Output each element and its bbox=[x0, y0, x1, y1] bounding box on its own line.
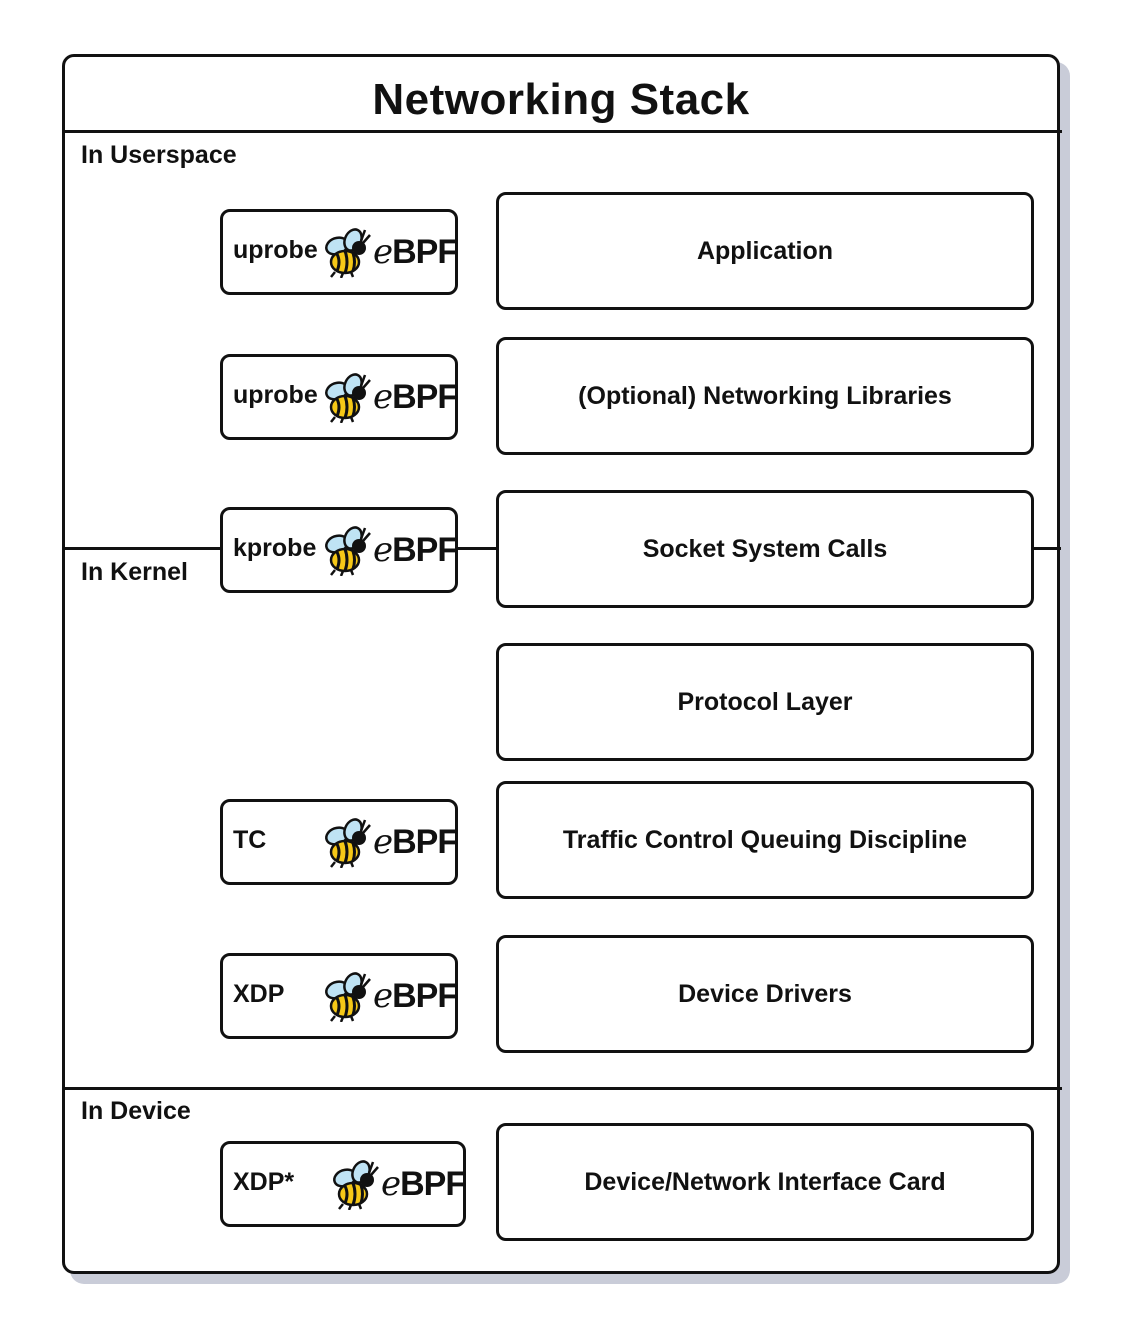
layer-label: Traffic Control Queuing Discipline bbox=[562, 825, 968, 854]
layer-label: Socket System Calls bbox=[642, 534, 888, 563]
ebpf-logo: eBPF bbox=[323, 524, 458, 576]
ebpf-logo: eBPF bbox=[323, 226, 458, 278]
ebpf-bee-icon bbox=[323, 226, 371, 278]
section-label-userspace: In Userspace bbox=[81, 141, 237, 169]
layer-socket-system-calls: Socket System Calls bbox=[496, 490, 1034, 608]
layer-protocol: Protocol Layer bbox=[496, 643, 1034, 761]
ebpf-bee-icon bbox=[323, 524, 371, 576]
layer-traffic-control: Traffic Control Queuing Discipline bbox=[496, 781, 1034, 899]
ebpf-bee-icon bbox=[323, 816, 371, 868]
layer-label: Application bbox=[696, 236, 834, 265]
layer-label: Device Drivers bbox=[678, 979, 852, 1008]
layer-application: Application bbox=[496, 192, 1034, 310]
hook-label: TC bbox=[233, 826, 267, 854]
section-label-device: In Device bbox=[81, 1097, 191, 1125]
hook-uprobe-libraries: uprobe eBPF bbox=[220, 354, 458, 440]
hook-label: uprobe bbox=[233, 236, 318, 264]
hook-label: kprobe bbox=[233, 534, 317, 562]
ebpf-logo: eBPF bbox=[331, 1158, 466, 1210]
diagram-title: Networking Stack bbox=[372, 75, 750, 124]
hook-label: XDP bbox=[233, 980, 285, 1008]
device-divider bbox=[62, 1087, 1062, 1090]
section-label-kernel: In Kernel bbox=[81, 558, 188, 586]
layer-label: Protocol Layer bbox=[677, 687, 853, 716]
kernel-boundary-left bbox=[64, 547, 221, 550]
title-divider bbox=[62, 130, 1062, 133]
ebpf-logo: eBPF bbox=[323, 371, 458, 423]
ebpf-logo-text: eBPF bbox=[373, 822, 458, 862]
ebpf-bee-icon bbox=[331, 1158, 379, 1210]
ebpf-logo-text: eBPF bbox=[381, 1164, 466, 1204]
hook-kprobe-socket: kprobe eBPF bbox=[220, 507, 458, 593]
ebpf-bee-icon bbox=[323, 970, 371, 1022]
ebpf-logo-text: eBPF bbox=[373, 976, 458, 1016]
hook-xdp: XDP eBPF bbox=[220, 953, 458, 1039]
ebpf-logo-text: eBPF bbox=[373, 530, 458, 570]
ebpf-logo: eBPF bbox=[323, 816, 458, 868]
hook-tc: TC eBPF bbox=[220, 799, 458, 885]
hook-xdp-offload: XDP* eBPF bbox=[220, 1141, 466, 1227]
hook-label: XDP* bbox=[233, 1168, 295, 1196]
ebpf-logo: eBPF bbox=[323, 970, 458, 1022]
layer-label: (Optional) Networking Libraries bbox=[578, 381, 952, 410]
layer-nic: Device/Network Interface Card bbox=[496, 1123, 1034, 1241]
kernel-boundary-middle bbox=[457, 547, 497, 550]
layer-label: Device/Network Interface Card bbox=[584, 1167, 946, 1196]
layer-networking-libraries: (Optional) Networking Libraries bbox=[496, 337, 1034, 455]
hook-label: uprobe bbox=[233, 381, 318, 409]
ebpf-logo-text: eBPF bbox=[373, 377, 458, 417]
ebpf-logo-text: eBPF bbox=[373, 232, 458, 272]
layer-device-drivers: Device Drivers bbox=[496, 935, 1034, 1053]
hook-uprobe-application: uprobe eBPF bbox=[220, 209, 458, 295]
kernel-boundary-right bbox=[1033, 547, 1061, 550]
ebpf-bee-icon bbox=[323, 371, 371, 423]
